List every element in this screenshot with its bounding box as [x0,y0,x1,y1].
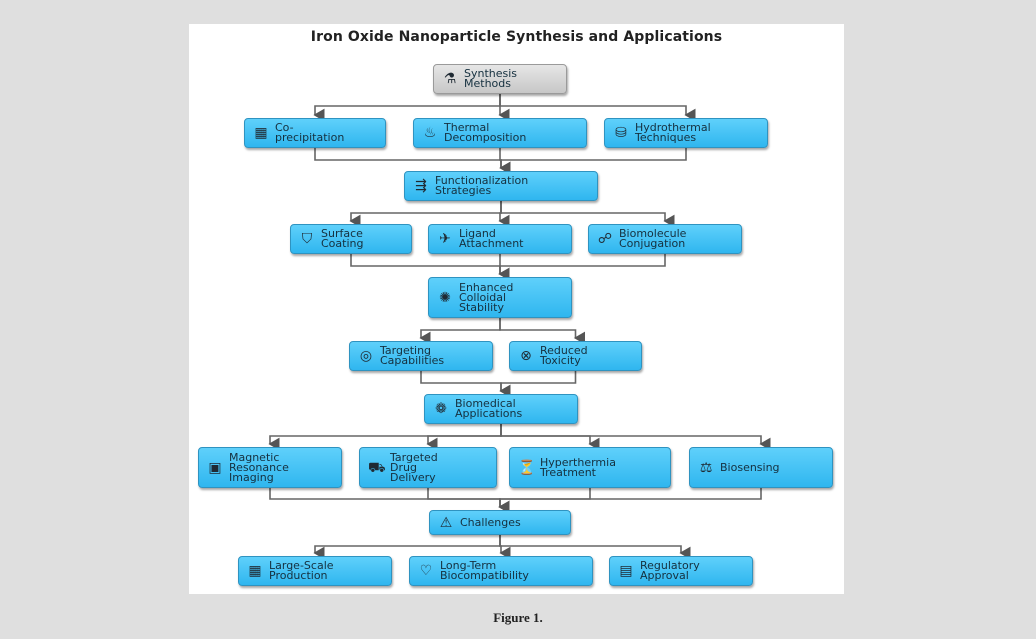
no-toxin-icon: ⊗ [520,348,532,364]
node-coprecipitation: ▦ Co-precipitation [244,118,386,148]
flask-icon: ⚗ [443,71,457,87]
node-label: Challenges [460,515,521,529]
heart-icon: ♡ [419,563,433,579]
connector-surface-to-stability [350,254,510,281]
connector-mri-to-challenges [269,488,510,514]
connector-toxicity-to-biomedical [499,371,577,398]
factory-icon: ▦ [254,125,268,141]
connector-targeting-to-biomedical [420,371,511,398]
connector-biomedical-to-drug [426,424,502,451]
reactor-icon: ⛁ [615,125,627,141]
diagram-panel: Iron Oxide Nanoparticle Synthesis and Ap… [189,24,844,594]
split-arrow-icon: ⇶ [415,178,427,194]
shield-icon: ⛉ [301,231,313,247]
connector-lines [268,94,771,560]
connector-stability-to-toxicity [499,318,586,345]
connector-biomedical-to-hyperthermia [500,424,600,451]
connector-synthesis-to-coprecipitation [313,94,501,122]
connector-biomedical-to-biosensing [500,424,771,451]
connector-hyperthermia-to-challenges [498,488,591,514]
barrier-icon: ⚠ [439,514,453,531]
figure-caption: Figure 1. [493,610,543,625]
factory-icon: ▦ [248,563,262,579]
node-label: Co-precipitation [275,121,345,144]
target-icon: ◎ [359,348,373,364]
scanner-icon: ▣ [208,459,222,476]
connector-stability-to-targeting [419,318,501,345]
sensor-icon: ⚖ [699,459,713,476]
connector-hydrothermal-to-functionalization [499,148,687,175]
sparkle-icon: ✺ [439,289,451,306]
connector-biomolecule-to-stability [498,254,666,281]
connector-synthesis-to-hydrothermal [499,94,696,122]
plane-icon: ✈ [439,231,451,247]
thermometer-icon: ♨ [423,125,437,141]
connector-biomedical-to-mri [268,424,502,451]
connector-biosensing-to-challenges [498,488,762,514]
connector-challenges-to-regulatory [499,535,691,560]
connector-functionalization-to-biomolecule [500,201,675,228]
heat-icon: ⏳ [518,459,536,476]
diagram-title: Iron Oxide Nanoparticle Synthesis and Ap… [310,29,723,45]
connector-coprecipitation-to-functionalization [314,148,511,175]
document-icon: ▤ [619,563,633,579]
node-challenges: ⚠ Challenges [429,510,571,535]
truck-icon: ⛟ [368,459,386,476]
connector-drug-to-challenges [427,488,510,514]
molecule-icon: ☍ [597,231,613,247]
connector-challenges-to-largescale [313,535,501,560]
cells-icon: ❁ [435,401,447,417]
connector-functionalization-to-surface [349,201,502,228]
node-biosensing: ⚖ Biosensing [689,447,833,488]
node-label: Biosensing [720,460,780,474]
